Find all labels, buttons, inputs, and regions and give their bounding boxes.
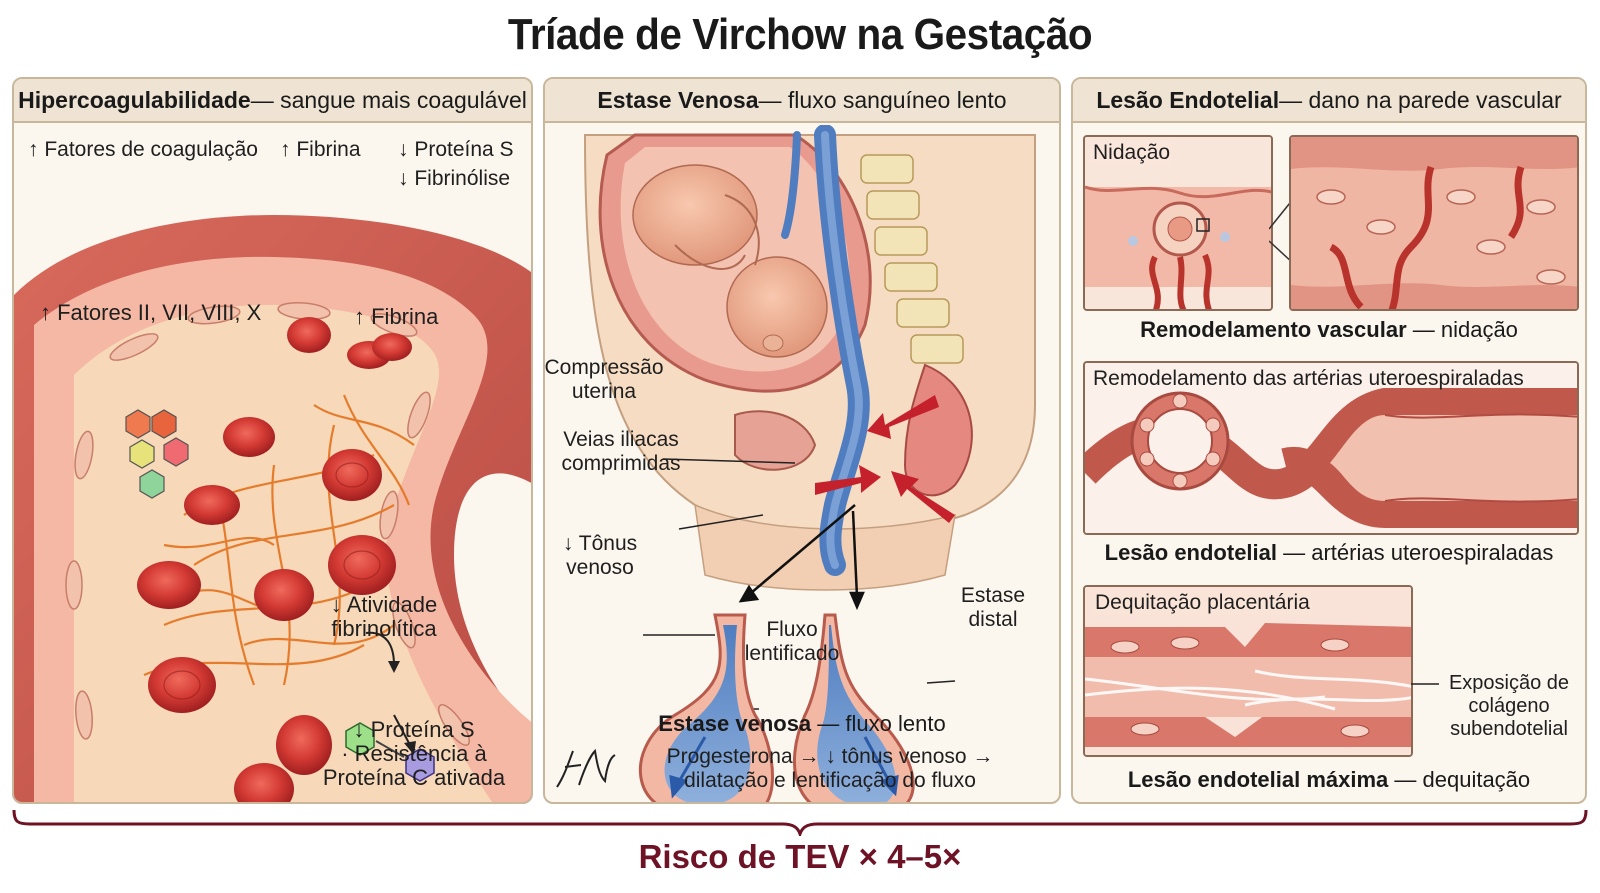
caption-venous-stasis: Estase venosa — fluxo lento — [545, 711, 1059, 737]
label-compression-line2: uterina — [571, 380, 637, 403]
note-line2: dilatação e lentificação do fluxo — [684, 769, 976, 792]
label-distal-stasis: Estase distal — [953, 584, 1033, 632]
caption-vascular-remodeling: Remodelamento vascular — nidação — [1073, 317, 1585, 343]
label-flow-line1: Fluxo — [766, 618, 818, 641]
fetus-head — [726, 256, 828, 358]
label-fibrinolytic-line2: fibrinolítica — [331, 616, 437, 641]
caption-endothelial-spiral: Lesão endotelial — artérias uteroespiral… — [1073, 540, 1585, 566]
panel-title-rest: — fluxo sanguíneo lento — [758, 86, 1007, 113]
caption2-rest: — artérias uteroespiraladas — [1277, 540, 1554, 565]
caption-rest: — fluxo lento — [811, 711, 946, 736]
artist-signature-icon — [556, 748, 616, 788]
page-title: Tríade de Virchow na Gestação — [507, 10, 1093, 59]
caption1-bold: Remodelamento vascular — [1140, 317, 1407, 342]
label-compression-line1: Compressão — [544, 356, 664, 379]
protein-hexagon — [405, 748, 435, 782]
caption-max-endothelial: Lesão endotelial máxima — dequitação — [1073, 767, 1585, 793]
inset-vascular-zoom — [1289, 135, 1579, 311]
label-resistance-line2: Proteína C ativada — [322, 765, 506, 790]
risk-statement: Risco de TEV × 4–5× — [638, 838, 962, 875]
factor-hexagon — [151, 409, 177, 439]
panel-title-bold: Hipercoagulabilidade — [18, 86, 251, 113]
note-line1: Progesterona → ↓ tônus venoso → — [666, 745, 994, 768]
summary-bracket — [12, 809, 1588, 836]
implantation-illustration — [1085, 137, 1271, 309]
label-collagen-line1: Exposição de — [1448, 672, 1570, 694]
inset-spiral-arteries: Remodelamento das artérias uteroespirala… — [1083, 361, 1579, 535]
label-flow-line2: lentificado — [744, 642, 840, 665]
label-venous-tone: ↓ Tônus venoso — [555, 532, 645, 580]
label-distal-line1: Estase — [960, 584, 1026, 607]
caption1-rest: — nidação — [1406, 317, 1518, 342]
inset-implantation: Nidação — [1083, 135, 1273, 311]
label-collagen-line3: subendotelial — [1450, 718, 1568, 740]
label-protein-s-top: ↓ Proteína S — [398, 138, 514, 161]
pregnancy-anatomy-illustration — [583, 125, 1036, 802]
label-veins-line2: comprimidas — [561, 452, 681, 475]
label-factors-list: ↑ Fatores II, VII, VIII, X — [40, 300, 262, 325]
panel-title-rest: — dano na parede vascular — [1279, 86, 1562, 113]
factor-hexagon — [139, 469, 165, 499]
spiral-artery-illustration — [1085, 363, 1577, 533]
label-fibrin: ↑ Fibrina — [354, 304, 439, 329]
panel-title-bold: Lesão Endotelial — [1096, 86, 1280, 113]
label-fibrinolytic-line1: ↓ Atividade — [330, 592, 438, 617]
label-protein-s: ↓ Proteína S · Resistência à Proteína C … — [304, 718, 524, 790]
label-coag-factors: ↑ Fatores de coagulação — [28, 138, 258, 161]
protein-hexagon — [345, 722, 375, 756]
label-iliac-veins: Veias iliacas comprimidas — [551, 428, 691, 476]
panel-title-bold: Estase Venosa — [597, 86, 759, 113]
label-distal-line2: distal — [968, 608, 1018, 631]
label-tone-line2: venoso — [566, 556, 634, 579]
note-progesterone: Progesterona → ↓ tônus venoso → dilataçã… — [605, 745, 1055, 793]
label-fibrin-top: ↑ Fibrina — [280, 138, 361, 161]
label-uterine-compression: Compressão uterina — [544, 356, 669, 404]
panel-endothelial-lesion: Lesão Endotelial — dano na parede vascul… — [1071, 77, 1587, 804]
inset-implantation-label: Nidação — [1091, 141, 1173, 165]
label-tone-line1: ↓ Tônus — [562, 532, 638, 555]
label-fibrinolysis: ↓ Fibrinólise — [398, 167, 511, 190]
label-slowed-flow: Fluxo lentificado — [737, 618, 847, 666]
caption2-bold: Lesão endotelial — [1104, 540, 1278, 565]
panel-header-endothelial-lesion: Lesão Endotelial — dano na parede vascul… — [1073, 79, 1585, 123]
blood-vessel-illustration — [14, 215, 531, 802]
label-protein-s-line: ↓ Proteína S — [353, 717, 475, 742]
factor-hexagon — [125, 409, 151, 439]
caption-bold: Estase venosa — [658, 711, 812, 736]
factor-hexagon — [129, 439, 155, 469]
panel-venous-stasis: Estase Venosa — fluxo sanguíneo lento — [543, 77, 1061, 804]
inset-placental-label: Dequitação placentária — [1093, 591, 1312, 615]
label-resistance-line1: · Resistência à — [341, 741, 487, 766]
vascular-remodel-zoom — [1291, 137, 1577, 309]
fetus-body — [632, 164, 758, 266]
panel-title-rest: — sangue mais coagulável — [250, 86, 527, 113]
collagen-leader-line — [1411, 683, 1439, 685]
inset-spiral-arteries-label: Remodelamento das artérias uteroespirala… — [1093, 367, 1524, 390]
panel-header-hypercoagulability: Hipercoagulabilidade — sangue mais coagu… — [14, 79, 531, 123]
label-collagen-exposure: Exposição de colágeno subendotelial — [1429, 672, 1585, 741]
panel-hypercoagulability: Hipercoagulabilidade — sangue mais coagu… — [12, 77, 533, 804]
label-veins-line1: Veias iliacas — [563, 428, 679, 451]
placental-delivery-illustration — [1085, 587, 1411, 755]
caption3-bold: Lesão endotelial máxima — [1127, 767, 1389, 792]
inset-placental-delivery: Dequitação placentária — [1083, 585, 1413, 757]
label-collagen-line2: colágeno — [1468, 695, 1550, 717]
caption3-rest: — dequitação — [1388, 767, 1531, 792]
label-fibrinolytic-activity: ↓ Atividade fibrinolítica — [314, 593, 454, 641]
panel-header-venous-stasis: Estase Venosa — fluxo sanguíneo lento — [545, 79, 1059, 123]
factor-hexagon — [163, 437, 189, 467]
